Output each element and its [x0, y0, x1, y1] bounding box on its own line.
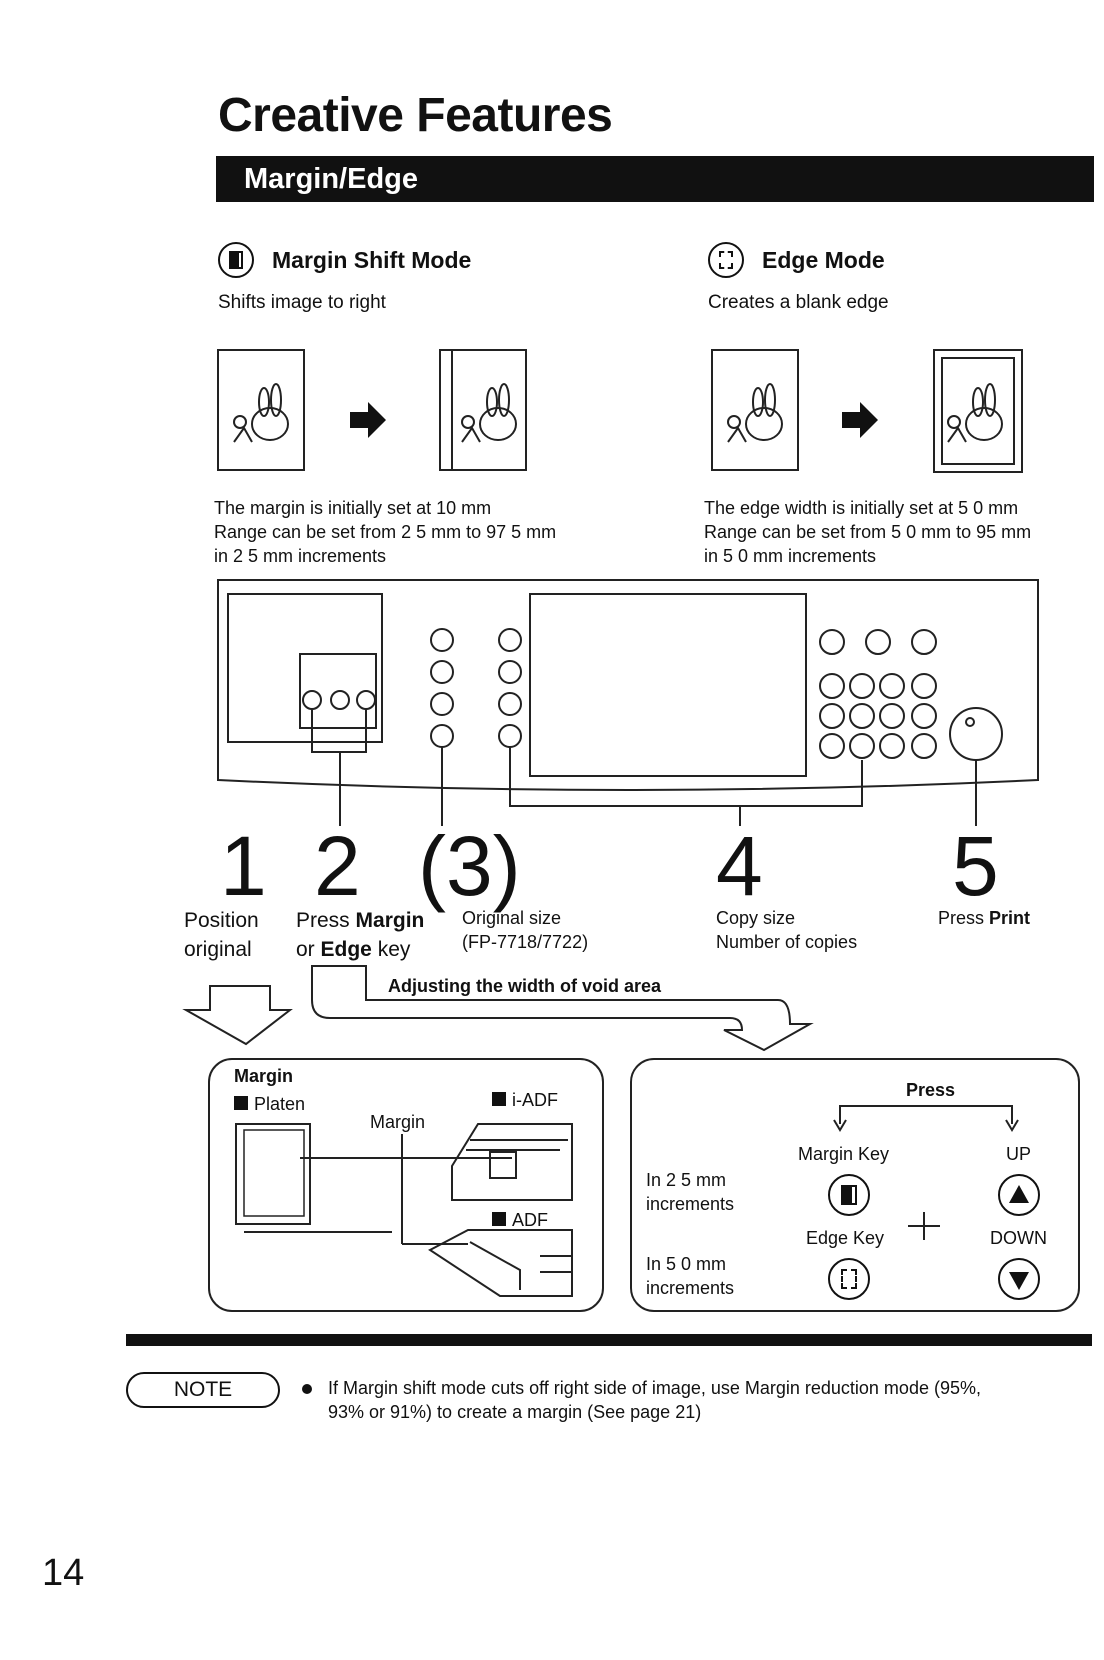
control-panel-diagram — [217, 579, 1039, 826]
edge-mode-subtitle: Creates a blank edge — [708, 292, 889, 313]
up-label: UP — [1006, 1144, 1032, 1164]
down-arrow-icon — [998, 1258, 1040, 1300]
edge-key-label: Edge Key — [806, 1228, 885, 1248]
iadf-label: i-ADF — [492, 1088, 558, 1112]
step-3-text: Original size (FP-7718/7722) — [462, 908, 589, 952]
bullet-icon — [302, 1384, 312, 1394]
shifted-page — [439, 349, 527, 471]
divider — [126, 1334, 1092, 1346]
section-bar: Margin/Edge — [216, 156, 1094, 202]
page-title: Creative Features — [218, 89, 613, 142]
step-2-text: Press Margin or Edge key — [296, 909, 425, 961]
edge-key-button-icon — [828, 1258, 870, 1300]
arrow-right-icon — [350, 402, 386, 438]
margin-key-label: Margin Key — [798, 1144, 890, 1164]
margin-panel — [208, 1058, 604, 1312]
margin-panel-title: Margin — [234, 1066, 294, 1086]
margin-key-icon — [218, 242, 254, 278]
curved-arrow-icon — [311, 965, 814, 1052]
margin-key-button-icon — [828, 1174, 870, 1216]
increment-25-label: In 2 5 mm increments — [646, 1170, 735, 1214]
edge-key-icon — [708, 242, 744, 278]
down-label: DOWN — [990, 1228, 1047, 1248]
edge-mode-title: Edge Mode — [762, 247, 885, 273]
iadf-illustration — [451, 1123, 573, 1201]
step-5-number: 5 — [952, 819, 999, 913]
note-text: If Margin shift mode cuts off right side… — [328, 1378, 981, 1422]
rabbit-illustration — [233, 383, 289, 443]
note-badge: NOTE — [126, 1372, 280, 1408]
press-title: Press — [906, 1080, 956, 1100]
page-number: 14 — [42, 1552, 85, 1594]
increment-50-label: In 5 0 mm increments — [646, 1254, 735, 1298]
margin-label: Margin — [370, 1112, 426, 1132]
adjusting-label: Adjusting the width of void area — [388, 976, 662, 996]
edge-notes: The edge width is initially set at 5 0 m… — [704, 498, 1032, 566]
step-4-number: 4 — [716, 819, 763, 913]
section-title: Margin/Edge — [244, 163, 419, 195]
margin-shift-subtitle: Shifts image to right — [218, 292, 386, 313]
step-4-text: Copy size Number of copies — [716, 908, 858, 952]
margin-notes: The margin is initially set at 10 mm Ran… — [214, 498, 557, 566]
up-arrow-icon — [998, 1174, 1040, 1216]
adf-label: ADF — [492, 1208, 548, 1232]
platen-label: Platen — [234, 1092, 305, 1116]
step-1-number: 1 — [220, 819, 267, 913]
down-arrow-icon — [182, 985, 293, 1046]
margin-shift-title: Margin Shift Mode — [272, 247, 472, 273]
step-5-text: Press Print — [938, 908, 1031, 928]
press-panel — [630, 1058, 1080, 1312]
step-2-number: 2 — [314, 819, 361, 913]
step-1-text: Position original — [184, 909, 259, 961]
adf-illustration — [428, 1229, 573, 1297]
step-3-number: (3) — [418, 819, 521, 913]
